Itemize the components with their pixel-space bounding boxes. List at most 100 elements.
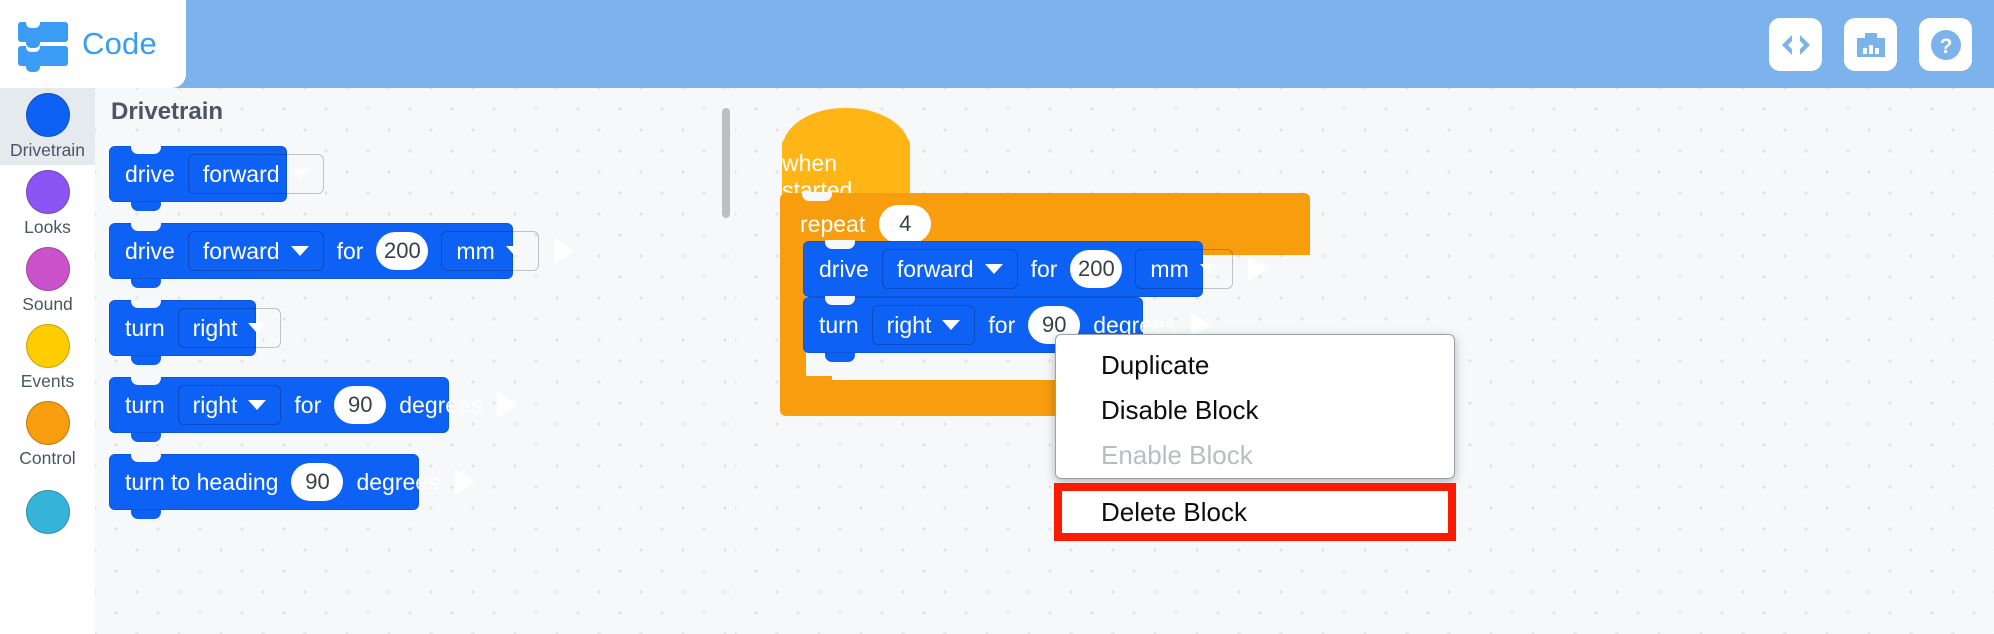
block-dropdown[interactable]: forward: [187, 231, 324, 271]
help-button[interactable]: ?: [1919, 18, 1972, 71]
sidebar-item-sound[interactable]: Sound: [0, 242, 95, 319]
block-dropdown-value: right: [192, 391, 238, 418]
block-label: turn: [819, 311, 859, 338]
block-dropdown[interactable]: right: [871, 305, 976, 345]
repeat-label: repeat: [800, 210, 866, 237]
devices-button[interactable]: [1844, 18, 1897, 71]
repeat-count-input[interactable]: 4: [879, 205, 932, 243]
chevron-down-icon: [984, 264, 1003, 274]
block-notch-top: [131, 145, 161, 154]
palette-title: Drivetrain: [111, 98, 224, 125]
block-notch-bottom: [131, 279, 161, 288]
block-label: turn to heading: [125, 468, 279, 495]
code-brackets-icon: [1781, 34, 1810, 55]
block-dropdown-value: right: [886, 311, 932, 338]
block-notch-bottom: [131, 356, 161, 365]
block-dropdown-value: forward: [202, 237, 280, 264]
block-notch-bottom: [131, 202, 161, 211]
block-label: for: [336, 237, 364, 264]
sidebar-item-looks[interactable]: Looks: [0, 165, 95, 242]
delete-block-highlight: Delete Block: [1054, 483, 1456, 541]
code-view-button[interactable]: [1769, 18, 1822, 71]
chevron-down-icon: [248, 323, 267, 333]
block-notch-top: [802, 192, 832, 201]
top-bar: Code ?: [0, 0, 1994, 88]
block-label: drive: [125, 237, 175, 264]
block-notch-top: [825, 240, 855, 249]
block-notch-top: [825, 296, 855, 305]
sidebar-item-drivetrain[interactable]: Drivetrain: [0, 88, 95, 165]
sidebar-item-label: Events: [20, 371, 75, 391]
block-dropdown-value: right: [192, 314, 238, 341]
play-icon[interactable]: [497, 392, 518, 418]
block-notch-top: [131, 222, 161, 231]
block-label: turn: [125, 391, 165, 418]
block-dropdown[interactable]: forward: [187, 154, 324, 194]
block-dropdown[interactable]: right: [177, 385, 282, 425]
drive-forward-for-block[interactable]: drive forward for 200 mm: [109, 222, 574, 288]
play-icon[interactable]: [1247, 256, 1268, 282]
sidebar-item-label: Sound: [22, 294, 73, 314]
category-color-icon: [25, 170, 70, 214]
block-dropdown[interactable]: right: [177, 308, 282, 348]
block-dropdown-value: mm: [456, 237, 495, 264]
block-notch-bottom: [825, 353, 855, 362]
block-notch-top: [131, 299, 161, 308]
context-menu-item-delete-block[interactable]: Delete Block: [1101, 496, 1247, 527]
block-number-input[interactable]: 90: [334, 386, 387, 424]
block-dropdown[interactable]: forward: [881, 249, 1018, 289]
chevron-down-icon: [1199, 264, 1218, 274]
chevron-down-icon: [505, 246, 524, 256]
chevron-down-icon: [290, 246, 309, 256]
tab-code[interactable]: Code: [0, 0, 186, 88]
block-notch-bottom: [131, 510, 161, 519]
tab-code-label: Code: [82, 26, 157, 61]
block-notch-bottom: [131, 433, 161, 442]
palette-scrollbar[interactable]: [722, 108, 730, 218]
block-number-input[interactable]: 200: [1070, 250, 1123, 288]
category-color-icon: [25, 489, 70, 534]
category-color-icon: [25, 247, 70, 291]
sidebar-item-events[interactable]: Events: [0, 319, 95, 396]
block-number-input[interactable]: 90: [291, 463, 344, 501]
block-dropdown-value: mm: [1150, 255, 1189, 282]
chevron-down-icon: [942, 320, 961, 330]
sidebar-item-label: Control: [19, 448, 76, 468]
context-menu-item-disable-block[interactable]: Disable Block: [1101, 395, 1259, 425]
category-color-icon: [25, 324, 70, 368]
play-icon[interactable]: [553, 238, 574, 264]
category-color-icon: [25, 93, 70, 137]
block-dropdown-value: forward: [896, 255, 974, 282]
chevron-down-icon: [290, 169, 309, 179]
sidebar-item-label: Looks: [24, 217, 71, 237]
context-menu-item-duplicate[interactable]: Duplicate: [1101, 350, 1210, 380]
block-label: for: [294, 391, 322, 418]
block-dropdown[interactable]: mm: [1135, 249, 1233, 289]
category-color-icon: [25, 401, 70, 445]
context-menu-item-enable-block: Enable Block: [1101, 440, 1253, 470]
play-icon[interactable]: [1191, 312, 1212, 338]
block-dropdown-value: forward: [202, 160, 280, 187]
play-icon[interactable]: [454, 469, 475, 495]
brain-device-icon: [1856, 32, 1885, 57]
sidebar-item-more[interactable]: [0, 473, 95, 550]
sidebar-item-control[interactable]: Control: [0, 396, 95, 473]
block-number-input[interactable]: 200: [376, 232, 429, 270]
top-bar-actions: ?: [1769, 18, 1972, 71]
block-notch-bottom: [802, 376, 832, 385]
repeat-arm: [780, 255, 806, 380]
block-dropdown[interactable]: mm: [441, 231, 539, 271]
blocks-icon: [18, 20, 68, 72]
turn-right-for-degrees-block[interactable]: turn right for 90 degrees: [109, 376, 518, 442]
block-label: degrees: [399, 391, 483, 418]
